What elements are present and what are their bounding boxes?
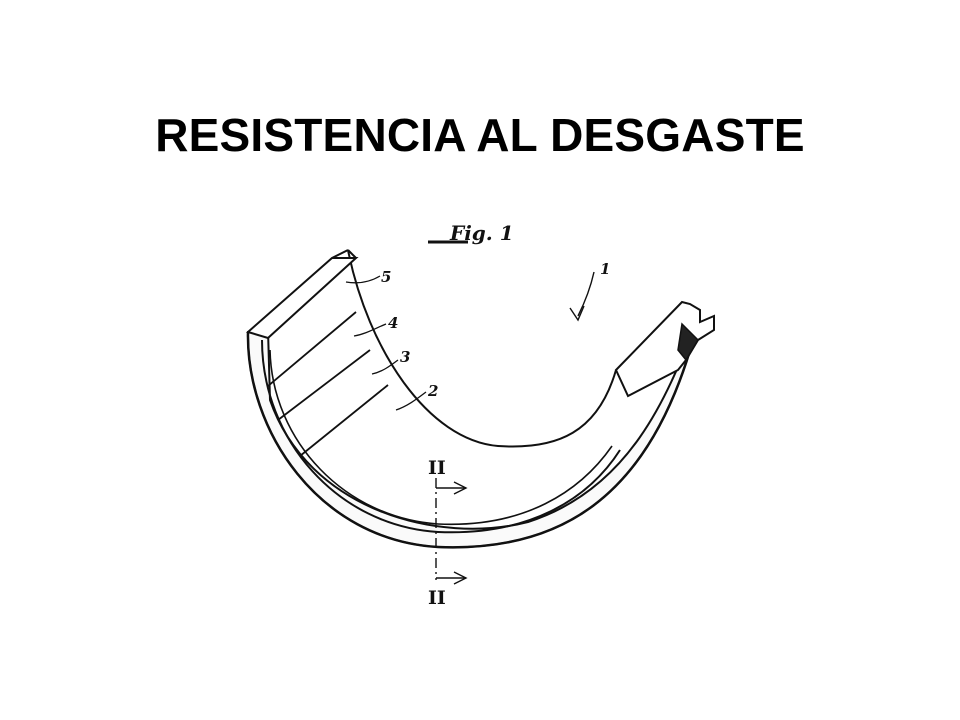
locking-nose — [677, 322, 699, 362]
label-part-3: 3 — [371, 348, 410, 375]
label-part-2: 2 — [395, 382, 438, 411]
svg-text:2: 2 — [427, 382, 438, 400]
section-line-ii: II II — [428, 457, 468, 609]
svg-text:3: 3 — [400, 348, 410, 366]
bearing-shell-figure: Fig. 1 5 4 3 — [228, 200, 732, 632]
shell-outer-edge — [246, 331, 695, 549]
figure-caption-text: Fig. 1 — [449, 221, 514, 245]
figure-caption: Fig. 1 — [428, 221, 514, 245]
shell-layer-line-a — [261, 339, 621, 534]
bearing-shell-drawing: Fig. 1 5 4 3 — [245, 221, 715, 609]
layer-boundary-3 — [277, 349, 371, 421]
label-part-4: 4 — [353, 314, 398, 337]
shell-right-split-face — [614, 300, 715, 398]
svg-text:5: 5 — [381, 268, 391, 286]
shell-layer-line-b — [269, 349, 613, 526]
slide-title: RESISTENCIA AL DESGASTE — [155, 109, 805, 161]
section-mark-bottom: II — [428, 587, 446, 609]
svg-text:1: 1 — [600, 260, 610, 278]
label-part-5: 5 — [345, 268, 391, 286]
svg-text:4: 4 — [388, 314, 398, 332]
layer-boundary-4 — [267, 311, 357, 387]
shell-inner-bore-edge — [347, 249, 617, 448]
section-mark-top: II — [428, 457, 446, 479]
label-part-1: 1 — [569, 260, 610, 322]
layer-boundary-2 — [299, 384, 389, 457]
